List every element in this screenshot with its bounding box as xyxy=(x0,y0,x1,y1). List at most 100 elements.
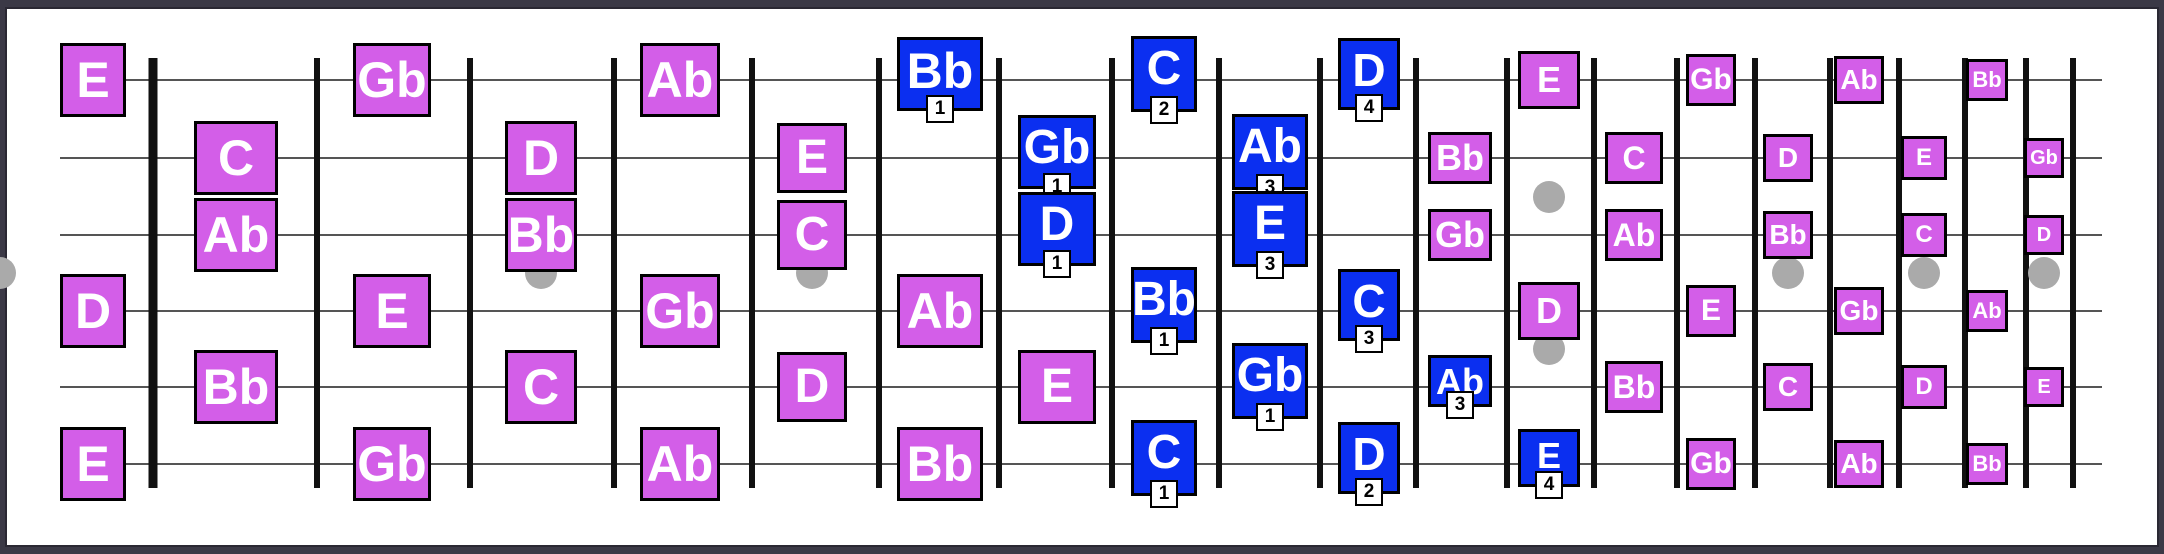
note-label: C xyxy=(217,130,255,186)
note-marker-ab: Ab xyxy=(640,427,720,501)
note-label: D xyxy=(1039,198,1075,251)
note-marker-ab: Ab xyxy=(897,274,983,348)
note-label: E xyxy=(1700,294,1721,327)
fret-12-inlay-dot xyxy=(1533,333,1565,365)
note-label: C xyxy=(794,208,830,261)
fret-17-inlay-dot xyxy=(1908,257,1940,289)
finger-number: 3 xyxy=(1256,251,1284,279)
note-label: D xyxy=(1352,428,1386,480)
finger-number: 1 xyxy=(1256,403,1284,431)
note-marker-bb: Bb xyxy=(1605,361,1663,413)
note-label: Bb xyxy=(906,43,974,99)
note-marker-ab: Ab xyxy=(640,43,720,117)
note-marker-bb: Bb xyxy=(897,427,983,501)
note-marker-bb: Bb xyxy=(505,198,577,272)
note-label: D xyxy=(1915,373,1933,400)
note-marker-gb: Gb xyxy=(353,43,431,117)
note-label: Bb xyxy=(1769,219,1807,250)
note-label: E xyxy=(2037,376,2051,398)
note-marker-gb: Gb xyxy=(1686,54,1736,106)
note-label: Gb xyxy=(1839,295,1879,326)
note-marker-ab: Ab xyxy=(1605,209,1663,261)
note-label: Bb xyxy=(507,207,575,263)
note-marker-ab: Ab xyxy=(194,198,278,272)
note-marker-d: D xyxy=(1518,282,1580,340)
note-label: Bb xyxy=(906,436,974,492)
finger-number: 1 xyxy=(1043,250,1071,278)
note-marker-e: E xyxy=(1018,350,1096,424)
note-label: E xyxy=(795,131,828,184)
note-marker-d: D xyxy=(1763,134,1813,182)
note-label: Gb xyxy=(2030,147,2058,169)
note-marker-c: C xyxy=(1763,363,1813,411)
note-label: D xyxy=(522,130,560,186)
note-marker-ab: Ab xyxy=(1834,440,1884,488)
note-label: Bb xyxy=(202,359,270,415)
note-label: Ab xyxy=(1612,217,1656,253)
finger-number: 1 xyxy=(926,95,954,123)
note-marker-gb: Gb xyxy=(640,274,720,348)
note-label: Bb xyxy=(1972,451,2002,476)
note-marker-e: E xyxy=(1686,285,1736,337)
note-label: E xyxy=(1536,59,1561,100)
note-label: D xyxy=(794,360,830,413)
note-marker-d-fingered: D xyxy=(1018,192,1096,266)
note-label: E xyxy=(1040,360,1073,413)
note-label: Gb xyxy=(1690,447,1732,480)
note-label: Gb xyxy=(1023,121,1091,174)
finger-number: 4 xyxy=(1355,94,1383,122)
finger-number: 2 xyxy=(1355,478,1383,506)
note-marker-gb: Gb xyxy=(2024,138,2064,178)
note-label: E xyxy=(1253,197,1286,250)
note-label: Gb xyxy=(357,52,427,108)
note-marker-d: D xyxy=(505,121,577,195)
note-marker-d: D xyxy=(777,352,847,422)
note-label: Bb xyxy=(1612,369,1656,405)
note-label: C xyxy=(1352,275,1386,327)
finger-number: 4 xyxy=(1535,471,1563,499)
note-label: Bb xyxy=(1132,273,1196,326)
fret-12-inlay-dot xyxy=(1533,181,1565,213)
fret-19-inlay-dot xyxy=(2028,257,2060,289)
note-label: Ab xyxy=(646,52,714,108)
fret-21-inlay-dot xyxy=(0,257,16,289)
note-label: Gb xyxy=(1435,214,1485,255)
note-marker-gb: Gb xyxy=(1686,438,1736,490)
note-marker-bb: Bb xyxy=(1763,211,1813,259)
note-label: E xyxy=(375,283,409,339)
note-label: E xyxy=(1536,435,1561,476)
note-marker-ab: Ab xyxy=(1966,290,2008,332)
note-label: D xyxy=(1777,142,1799,173)
note-label: Ab xyxy=(202,207,270,263)
note-marker-gb: Gb xyxy=(353,427,431,501)
note-marker-bb: Bb xyxy=(1966,59,2008,101)
note-marker-bb: Bb xyxy=(1428,132,1492,184)
note-label: Ab xyxy=(1840,448,1878,479)
note-marker-e-fingered: E xyxy=(1232,191,1308,267)
finger-number: 3 xyxy=(1355,325,1383,353)
finger-number: 1 xyxy=(1150,480,1178,508)
note-label: C xyxy=(1915,221,1933,248)
note-label: D xyxy=(1536,290,1562,331)
note-label: Ab xyxy=(1972,298,2002,323)
note-label: C xyxy=(1777,371,1799,402)
note-label: Ab xyxy=(646,436,714,492)
note-marker-gb: Gb xyxy=(1428,209,1492,261)
note-marker-e: E xyxy=(777,123,847,193)
note-marker-e: E xyxy=(1901,136,1947,180)
note-marker-e: E xyxy=(1518,51,1580,109)
finger-number: 1 xyxy=(1150,327,1178,355)
note-marker-c: C xyxy=(194,121,278,195)
note-marker-gb: Gb xyxy=(1834,287,1884,335)
note-label: Ab xyxy=(906,283,974,339)
note-marker-d: D xyxy=(2024,215,2064,255)
note-label: D xyxy=(74,283,112,339)
note-label: Gb xyxy=(645,283,715,339)
note-marker-c: C xyxy=(1901,213,1947,257)
note-label: Bb xyxy=(1436,137,1484,178)
note-label: C xyxy=(1622,140,1646,176)
note-marker-bb: Bb xyxy=(1966,443,2008,485)
note-marker-c: C xyxy=(777,200,847,270)
note-label: Bb xyxy=(1972,67,2002,92)
